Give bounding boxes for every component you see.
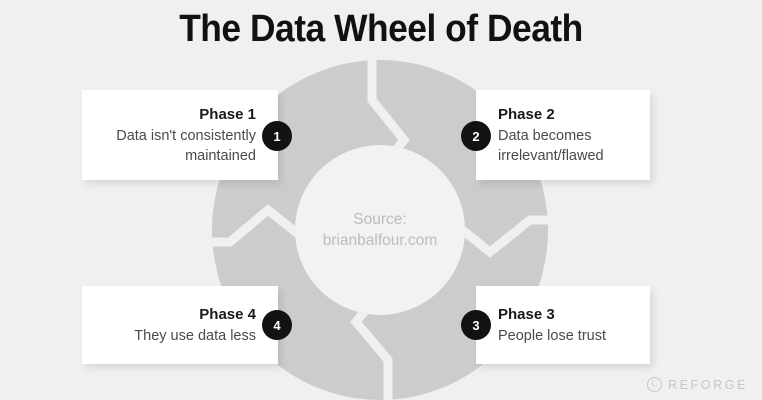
phase-4-body: They use data less [134, 328, 256, 344]
copyright-icon: C [646, 377, 662, 392]
phase-card-4[interactable]: Phase 4 They use data less [82, 286, 278, 364]
wheel-inner-hub [295, 145, 465, 315]
phase-1-body: Data isn't consistently maintained [116, 128, 256, 164]
phase-3-badge: 3 [461, 310, 491, 340]
phase-2-badge: 2 [461, 121, 491, 151]
phase-2-title: Phase 2 [498, 106, 555, 123]
brand-name: REFORGE [667, 377, 748, 392]
phase-card-3[interactable]: Phase 3 People lose trust [476, 286, 650, 364]
phase-3-body: People lose trust [498, 328, 607, 344]
phase-1-title: Phase 1 [199, 106, 256, 123]
page-title: The Data Wheel of Death [179, 8, 583, 50]
phase-2-body: Data becomes irrelevant/flawed [498, 128, 604, 164]
phase-4-badge: 4 [262, 310, 292, 340]
phase-4-title: Phase 4 [199, 306, 256, 323]
brand-footer: C REFORGE [646, 377, 748, 392]
phase-3-title: Phase 3 [498, 306, 555, 323]
phase-1-badge: 1 [262, 121, 292, 151]
phase-card-1[interactable]: Phase 1 Data isn't consistently maintain… [82, 90, 278, 180]
phase-card-2[interactable]: Phase 2 Data becomes irrelevant/flawed [476, 90, 650, 180]
